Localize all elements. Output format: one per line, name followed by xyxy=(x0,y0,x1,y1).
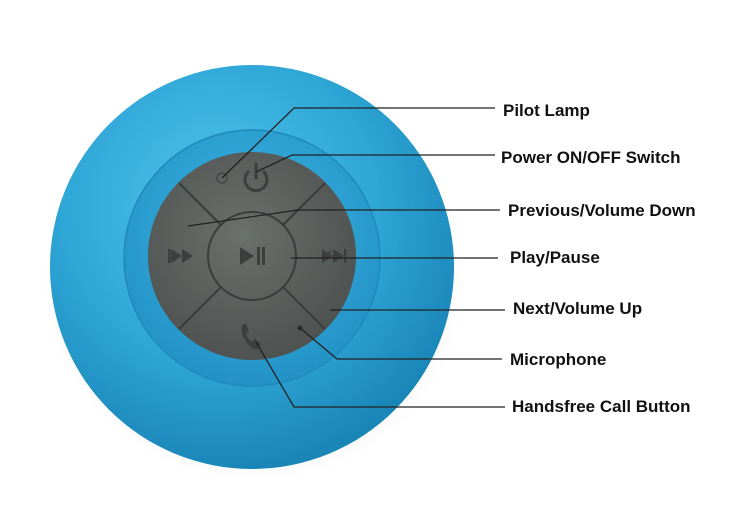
label-play-pause: Play/Pause xyxy=(510,248,600,267)
label-next-volume-up: Next/Volume Up xyxy=(513,299,643,318)
power-icon[interactable] xyxy=(243,162,269,192)
leader-previous xyxy=(187,209,500,227)
label-previous-volume-down: Previous/Volume Down xyxy=(508,201,696,220)
label-microphone: Microphone xyxy=(510,350,607,369)
play-pause-icon[interactable] xyxy=(240,247,265,265)
previous-track-icon[interactable] xyxy=(168,249,193,263)
label-pilot-lamp: Pilot Lamp xyxy=(503,101,590,120)
label-handsfree-call: Handsfree Call Button xyxy=(512,397,691,416)
label-power-switch: Power ON/OFF Switch xyxy=(501,148,681,167)
leader-microphone xyxy=(299,327,502,360)
leader-pilot-lamp xyxy=(221,107,495,179)
pad-dividers xyxy=(178,182,326,330)
leader-power xyxy=(255,154,495,173)
next-track-icon[interactable] xyxy=(322,249,347,263)
leader-handsfree xyxy=(255,341,505,408)
leader-lines xyxy=(187,107,505,408)
